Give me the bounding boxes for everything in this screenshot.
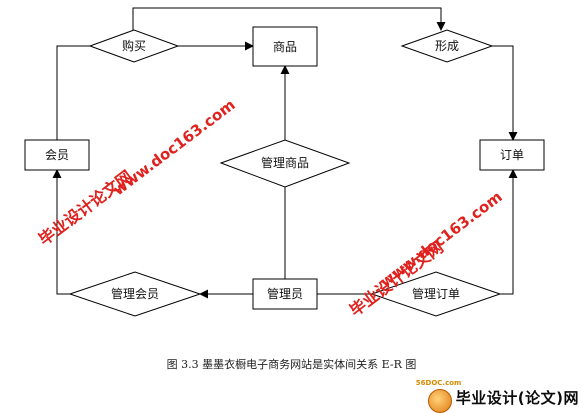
relation-manage-member: 管理会员: [68, 271, 202, 317]
relation-manage-goods: 管理商品: [219, 139, 351, 188]
entity-goods: 商品: [252, 26, 318, 67]
entity-member-label: 会员: [45, 148, 69, 162]
entity-admin-label: 管理员: [267, 286, 303, 301]
relation-buy: 购买: [88, 29, 180, 63]
connectors: [52, 7, 518, 299]
relation-manage-member-label: 管理会员: [111, 286, 159, 301]
entity-goods-label: 商品: [273, 39, 297, 54]
brand-site: 56DOC.com: [415, 379, 462, 387]
brand-name: 毕业设计(论文)网: [455, 388, 579, 407]
brand-logo-icon: 56DOC.com: [416, 379, 461, 413]
footer-brand: 56DOC.com 毕业设计(论文)网: [416, 379, 579, 413]
entity-order: 订单: [479, 139, 545, 171]
watermark-left-brand: 毕业设计论文网: [35, 167, 136, 250]
relation-manage-order: 管理订单: [370, 271, 502, 317]
watermark-left: www.doc163.com 毕业设计论文网: [35, 96, 239, 250]
edge-manage-order-order: [500, 169, 518, 295]
figure-caption: 图 3.3 墨墨衣橱电子商务网站是实体间关系 E-R 图: [166, 358, 417, 371]
relation-form: 形成: [400, 29, 494, 63]
entity-member: 会员: [24, 139, 90, 171]
edge-member-buy: [56, 45, 90, 140]
brand-circle-icon: [427, 389, 452, 413]
edge-buy-form: [132, 7, 446, 31]
entity-order-label: 订单: [500, 148, 524, 162]
relation-form-label: 形成: [435, 39, 459, 53]
entity-admin: 管理员: [252, 278, 318, 310]
edge-form-order: [492, 45, 518, 141]
relation-manage-order-label: 管理订单: [412, 286, 460, 301]
relation-manage-goods-label: 管理商品: [261, 155, 309, 170]
edge-manage-member-member: [52, 169, 70, 295]
relation-buy-label: 购买: [122, 38, 146, 53]
